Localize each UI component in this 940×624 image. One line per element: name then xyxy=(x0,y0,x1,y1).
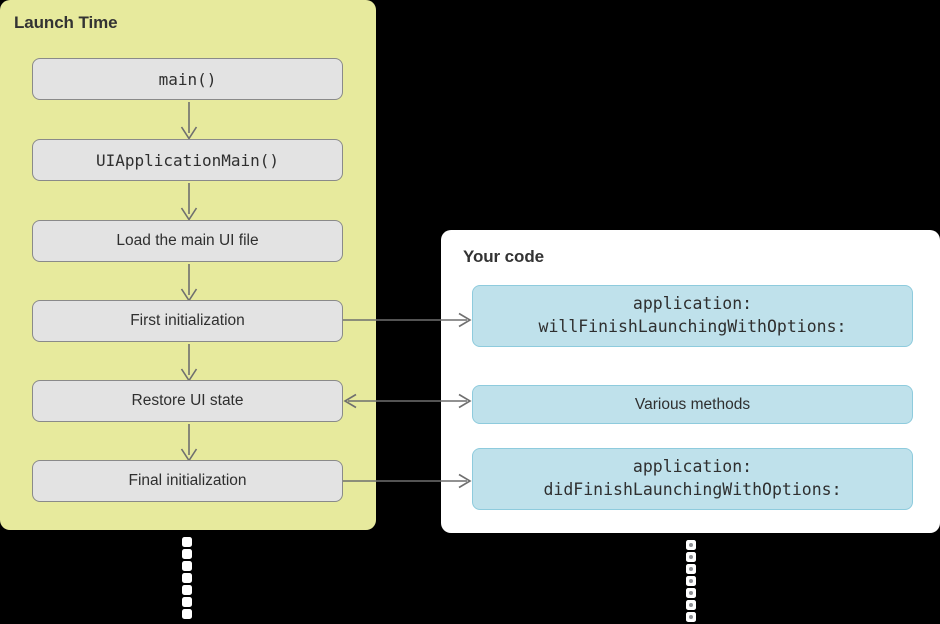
continuation-dot xyxy=(686,588,696,598)
code-method-did-finish-launching[interactable]: application: didFinishLaunchingWithOptio… xyxy=(472,448,913,510)
continuation-dots-right xyxy=(685,540,697,624)
code-method-line1: application: xyxy=(632,294,753,314)
continuation-dot xyxy=(182,537,192,547)
launch-time-panel: Launch Time main() UIApplicationMain() L… xyxy=(0,0,376,530)
continuation-dot xyxy=(686,600,696,610)
continuation-dot xyxy=(182,609,192,619)
flow-arrow-down-icon xyxy=(180,344,198,382)
continuation-dot xyxy=(182,561,192,571)
flow-arrow-down-icon xyxy=(180,424,198,462)
flow-step-uiapplicationmain[interactable]: UIApplicationMain() xyxy=(32,139,343,181)
continuation-dots-left xyxy=(181,537,193,621)
flow-step-restore-ui-state[interactable]: Restore UI state xyxy=(32,380,343,422)
flow-step-main[interactable]: main() xyxy=(32,58,343,100)
flow-step-final-initialization[interactable]: Final initialization xyxy=(32,460,343,502)
continuation-dot xyxy=(182,573,192,583)
flow-arrow-down-icon xyxy=(180,264,198,302)
continuation-dot xyxy=(686,540,696,550)
your-code-panel: Your code application: willFinishLaunchi… xyxy=(441,230,940,533)
connector-arrow-first-init xyxy=(343,312,472,328)
continuation-dot xyxy=(182,549,192,559)
continuation-dot xyxy=(182,585,192,595)
flow-step-load-main-ui-file[interactable]: Load the main UI file xyxy=(32,220,343,262)
launch-time-title: Launch Time xyxy=(14,13,118,32)
continuation-dot xyxy=(686,552,696,562)
code-method-various-methods[interactable]: Various methods xyxy=(472,385,913,424)
code-method-line2: didFinishLaunchingWithOptions: xyxy=(543,480,842,499)
code-method-will-finish-launching[interactable]: application: willFinishLaunchingWithOpti… xyxy=(472,285,913,347)
connector-arrow-restore-ui-state xyxy=(343,393,472,409)
your-code-title: Your code xyxy=(463,247,544,266)
continuation-dot xyxy=(686,612,696,622)
connector-arrow-final-init xyxy=(343,473,472,489)
code-method-line1: Various methods xyxy=(634,395,751,413)
flow-step-first-initialization[interactable]: First initialization xyxy=(32,300,343,342)
continuation-dot xyxy=(686,576,696,586)
code-method-line2: willFinishLaunchingWithOptions: xyxy=(538,317,847,336)
continuation-dot xyxy=(182,597,192,607)
flow-arrow-down-icon xyxy=(180,102,198,140)
flow-arrow-down-icon xyxy=(180,183,198,221)
continuation-dot xyxy=(686,564,696,574)
code-method-line1: application: xyxy=(632,457,753,477)
